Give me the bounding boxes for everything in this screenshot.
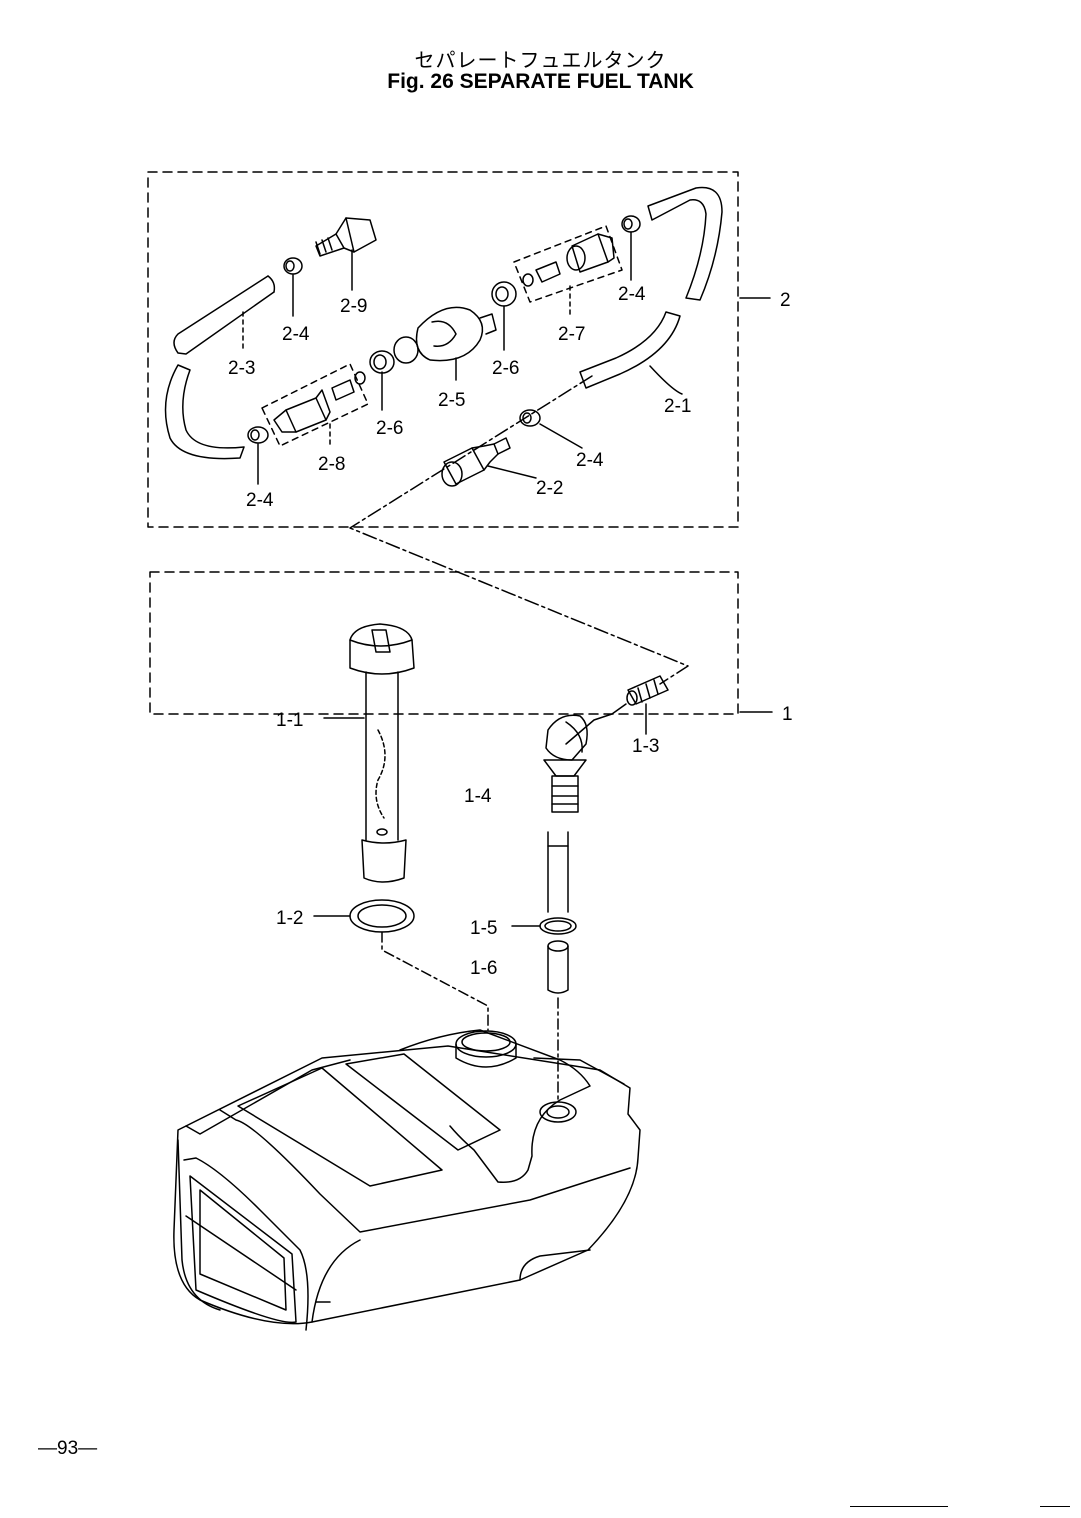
fuel-tank: [173, 1029, 641, 1331]
title-japanese: セパレートフュエルタンク: [414, 48, 667, 72]
label-2-8: 2-8: [318, 454, 345, 475]
clamp-2-4-mid-bottom: [519, 409, 541, 427]
assembly-1-frame: [149, 571, 739, 715]
filter-1-6: [547, 940, 569, 994]
o-ring-1-5: [539, 917, 577, 935]
label-1: 1: [782, 704, 793, 725]
label-2: 2: [780, 290, 791, 311]
assembly-2-frame: [147, 171, 739, 528]
label-1-4: 1-4: [464, 786, 492, 807]
figure-title: Fig. 26 SEPARATE FUEL TANK: [387, 70, 694, 93]
clamp-2-4-right-top: [621, 215, 641, 233]
connector-2-7-frame: [513, 225, 623, 303]
hose-2-1: [579, 186, 723, 389]
o-ring-1-2: [349, 899, 415, 933]
label-2-6: 2-6: [492, 358, 519, 379]
fitting-1-3: [626, 675, 669, 706]
label-1-1: 1-1: [276, 710, 303, 731]
label-2-7: 2-7: [558, 324, 585, 345]
connector-2-8-frame: [261, 363, 369, 447]
hose-2-3: [164, 275, 276, 460]
label-1-3: 1-3: [632, 736, 659, 757]
label-2-4: 2-4: [618, 284, 646, 305]
label-2-2: 2-2: [536, 478, 563, 499]
part-labels: 2 2-9 2-4 2-4 2-7 2-3 2-6 2-5 2-1 2-6 2-…: [228, 284, 793, 979]
label-2-5: 2-5: [438, 390, 465, 411]
clamp-2-6-right: [491, 281, 517, 307]
footer-rule-right: [1040, 1506, 1070, 1507]
page-number: —93—: [38, 1438, 98, 1459]
fitting-2-2: [441, 437, 511, 487]
label-2-4: 2-4: [246, 490, 274, 511]
hose-route-line: [349, 375, 689, 685]
label-2-4: 2-4: [282, 324, 310, 345]
label-2-6: 2-6: [376, 418, 403, 439]
primer-bulb-2-5: [393, 306, 497, 364]
label-2-3: 2-3: [228, 358, 255, 379]
connector-2-7: [522, 233, 615, 287]
fitting-2-9: [315, 217, 377, 257]
label-2-9: 2-9: [340, 296, 367, 317]
clamp-2-6-left: [369, 350, 395, 374]
label-2-4: 2-4: [576, 450, 604, 471]
pickup-elbow-1-4: [543, 703, 627, 913]
footer-rule-left: [850, 1506, 948, 1507]
connector-2-8: [273, 371, 366, 433]
label-2-1: 2-1: [664, 396, 691, 417]
clamp-2-4-left-top: [283, 257, 303, 275]
label-1-2: 1-2: [276, 908, 303, 929]
label-1-6: 1-6: [470, 958, 497, 979]
clamp-2-4-left-bottom: [247, 426, 269, 444]
label-1-5: 1-5: [470, 918, 497, 939]
fuel-gauge-1-1: [349, 623, 415, 883]
